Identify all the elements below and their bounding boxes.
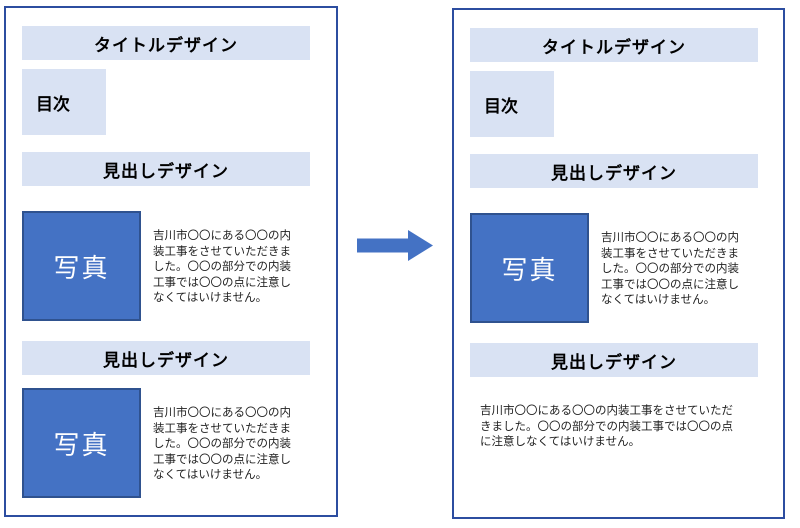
heading-band-1-label: 見出しデザイン bbox=[103, 161, 229, 181]
heading-band-1: 見出しデザイン bbox=[22, 152, 310, 186]
right-page-panel: タイトルデザイン 目次 見出しデザイン 写真 吉川市〇〇にある〇〇の内 装工事を… bbox=[452, 8, 785, 519]
heading-band-1-label: 見出しデザイン bbox=[551, 163, 677, 183]
photo-placeholder-2-label: 写真 bbox=[53, 429, 110, 460]
heading-band-2-label: 見出しデザイン bbox=[551, 352, 677, 372]
toc-box: 目次 bbox=[22, 69, 106, 135]
body-text-1: 吉川市〇〇にある〇〇の内 装工事をさせていただきま した。〇〇の部分での内装 工… bbox=[153, 230, 291, 305]
right-arrow-icon bbox=[357, 230, 433, 261]
photo-placeholder-1: 写真 bbox=[22, 211, 141, 321]
heading-band-1: 見出しデザイン bbox=[470, 154, 758, 188]
title-band: タイトルデザイン bbox=[470, 28, 758, 62]
toc-label: 目次 bbox=[484, 96, 518, 116]
heading-band-2: 見出しデザイン bbox=[22, 341, 310, 375]
left-page-panel: タイトルデザイン 目次 見出しデザイン 写真 吉川市〇〇にある〇〇の内 装工事を… bbox=[4, 6, 338, 517]
body-text-2: 吉川市〇〇にある〇〇の内装工事をさせていただ きました。〇〇の部分での内装工事で… bbox=[480, 405, 733, 449]
title-band: タイトルデザイン bbox=[22, 26, 310, 60]
body-text-2: 吉川市〇〇にある〇〇の内 装工事をさせていただきま した。〇〇の部分での内装 工… bbox=[153, 407, 291, 482]
toc-label: 目次 bbox=[36, 94, 70, 114]
toc-box: 目次 bbox=[470, 71, 554, 137]
body-text-1: 吉川市〇〇にある〇〇の内 装工事をさせていただきま した。〇〇の部分での内装 工… bbox=[601, 232, 739, 307]
photo-placeholder-1-label: 写真 bbox=[501, 254, 558, 285]
photo-placeholder-1-label: 写真 bbox=[53, 252, 110, 283]
heading-band-2: 見出しデザイン bbox=[470, 343, 758, 377]
heading-band-2-label: 見出しデザイン bbox=[103, 350, 229, 370]
photo-placeholder-2: 写真 bbox=[22, 388, 141, 498]
title-band-label: タイトルデザイン bbox=[542, 37, 686, 57]
photo-placeholder-1: 写真 bbox=[470, 213, 589, 323]
title-band-label: タイトルデザイン bbox=[94, 35, 238, 55]
